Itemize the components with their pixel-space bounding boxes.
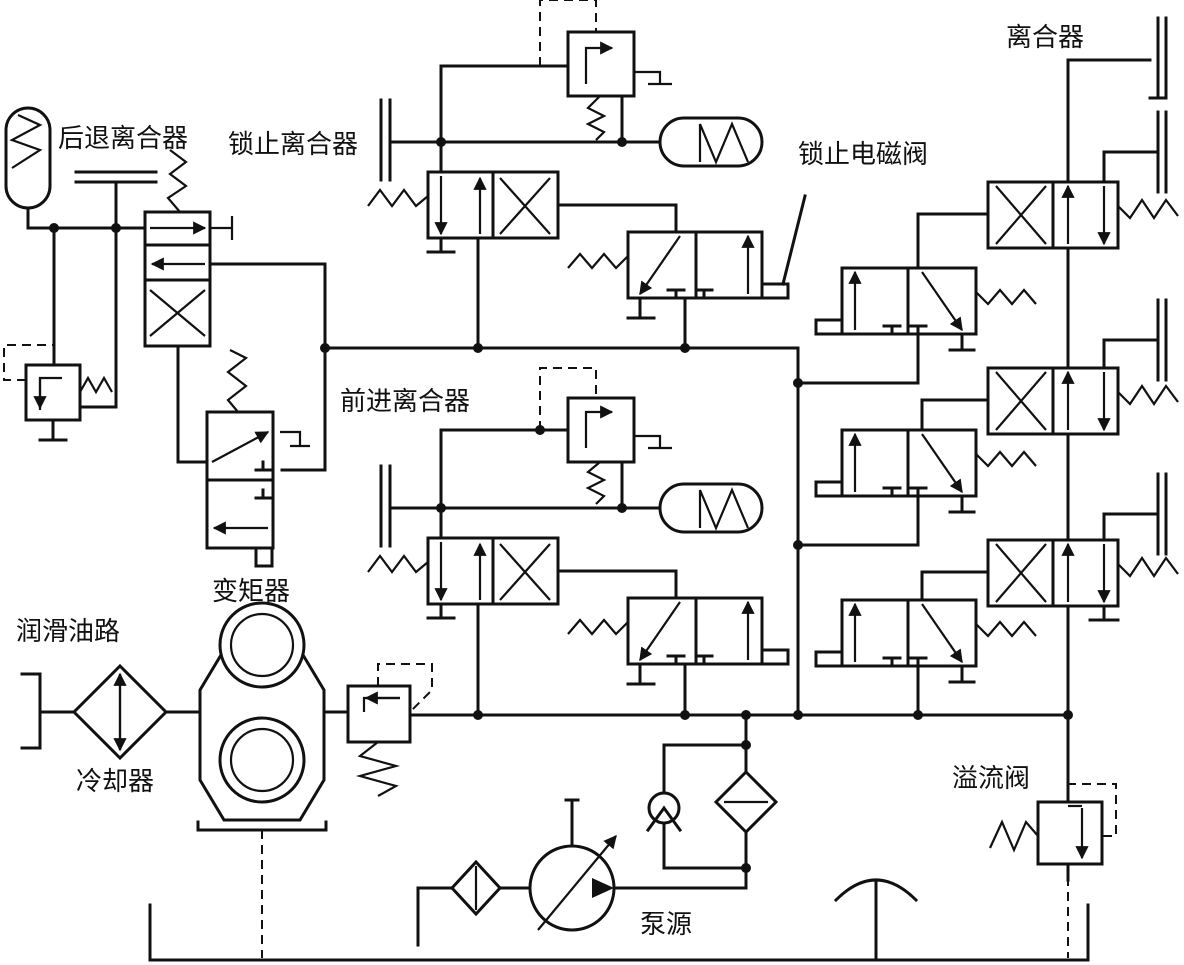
relief-valve-symbol xyxy=(989,783,1117,882)
lube-circuit-label: 润滑油路 xyxy=(16,617,120,647)
right-clutch-unit-1 xyxy=(796,16,1179,385)
converter-valve xyxy=(346,663,433,797)
oil-tank xyxy=(148,830,1090,962)
lockup-clutch-group xyxy=(367,0,807,350)
forward-clutch-label: 前进离合器 xyxy=(340,387,470,417)
relief-valve-label: 溢流阀 xyxy=(952,764,1030,794)
lockup-clutch-label: 锁止离合器 xyxy=(228,130,358,160)
cooler-label: 冷却器 xyxy=(76,767,154,797)
torque-converter-label: 变矩器 xyxy=(212,577,290,607)
pump-source xyxy=(416,713,779,947)
reverse-clutch-group xyxy=(3,106,327,568)
right-clutch-unit-2 xyxy=(796,298,1179,547)
pump-source-label: 泵源 xyxy=(640,910,692,940)
torque-converter-symbol xyxy=(166,601,350,832)
forward-clutch-group xyxy=(367,367,790,717)
right-clutch-unit-3 xyxy=(814,472,1179,717)
cooler-group xyxy=(20,663,169,761)
clutch-label: 离合器 xyxy=(1006,23,1084,53)
reverse-clutch-label: 后退离合器 xyxy=(58,124,188,154)
lockup-solenoid-label: 锁止电磁阀 xyxy=(798,140,928,170)
